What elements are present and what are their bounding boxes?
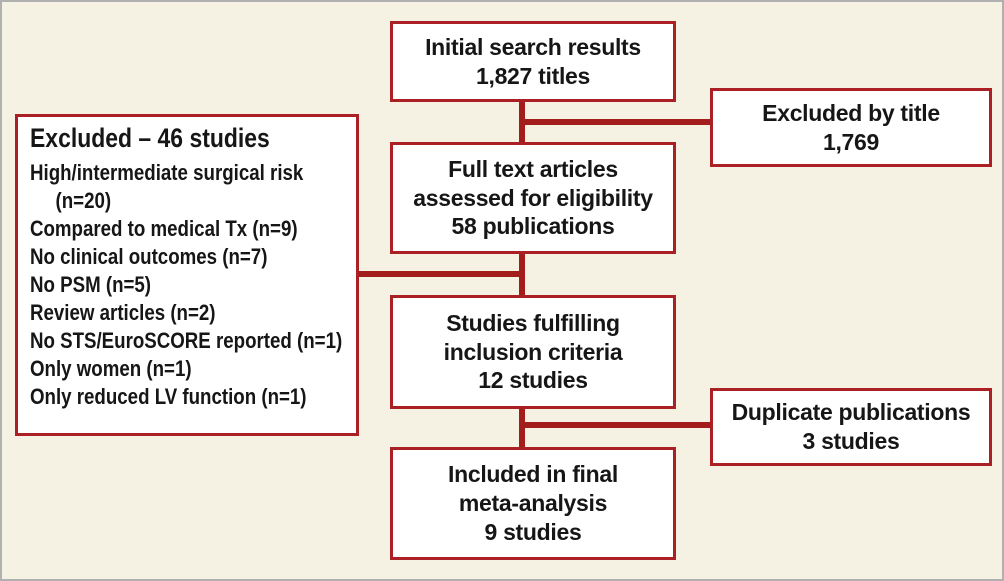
box-line: inclusion criteria (443, 338, 623, 365)
box-included-final-meta-analysis: Included in final meta-analysis 9 studie… (390, 447, 676, 560)
box-duplicate-publications: Duplicate publications 3 studies (710, 388, 992, 466)
excluded-reason: Compared to medical Tx (n=9) (30, 215, 298, 241)
box-line: 3 studies (802, 428, 900, 454)
box-excluded-46-studies: Excluded – 46 studies High/intermediate … (15, 114, 359, 436)
box-line: Duplicate publications (731, 399, 971, 426)
connector-branch-excluded-left (354, 271, 525, 277)
excluded-reason: Only reduced LV function (n=1) (30, 383, 307, 409)
box-line: Initial search results (425, 33, 641, 60)
excluded-reason: Only women (n=1) (30, 355, 192, 381)
connector-branch-duplicates (519, 422, 712, 428)
box-line: Included in final (448, 461, 618, 488)
box-line: 12 studies (478, 367, 588, 394)
box-line: Studies fulfilling (446, 309, 620, 336)
excluded-box-title: Excluded – 46 studies (30, 123, 270, 153)
box-line: Excluded by title (762, 99, 940, 126)
box-line: 9 studies (484, 518, 582, 545)
excluded-reason: High/intermediate surgical risk (n=20) (30, 160, 304, 213)
box-studies-fulfilling-criteria: Studies fulfilling inclusion criteria 12… (390, 295, 676, 409)
excluded-reason: No STS/EuroSCORE reported (n=1) (30, 327, 343, 353)
excluded-reason: No PSM (n=5) (30, 271, 152, 297)
box-line: 58 publications (451, 213, 615, 240)
box-line: assessed for eligibility (413, 184, 653, 211)
box-initial-search-results: Initial search results 1,827 titles (390, 21, 676, 102)
box-line: 1,769 (822, 128, 880, 155)
excluded-reason: Review articles (n=2) (30, 299, 216, 325)
box-full-text-assessed: Full text articles assessed for eligibil… (390, 142, 676, 254)
box-line: 1,827 titles (475, 62, 591, 89)
box-line: Full text articles (448, 155, 618, 182)
excluded-reasons-list: High/intermediate surgical risk (n=20) C… (30, 159, 348, 410)
connector-branch-excluded-by-title (519, 119, 712, 125)
excluded-reason: No clinical outcomes (n=7) (30, 243, 268, 269)
box-excluded-by-title: Excluded by title 1,769 (710, 88, 992, 167)
box-line: meta-analysis (458, 490, 608, 517)
